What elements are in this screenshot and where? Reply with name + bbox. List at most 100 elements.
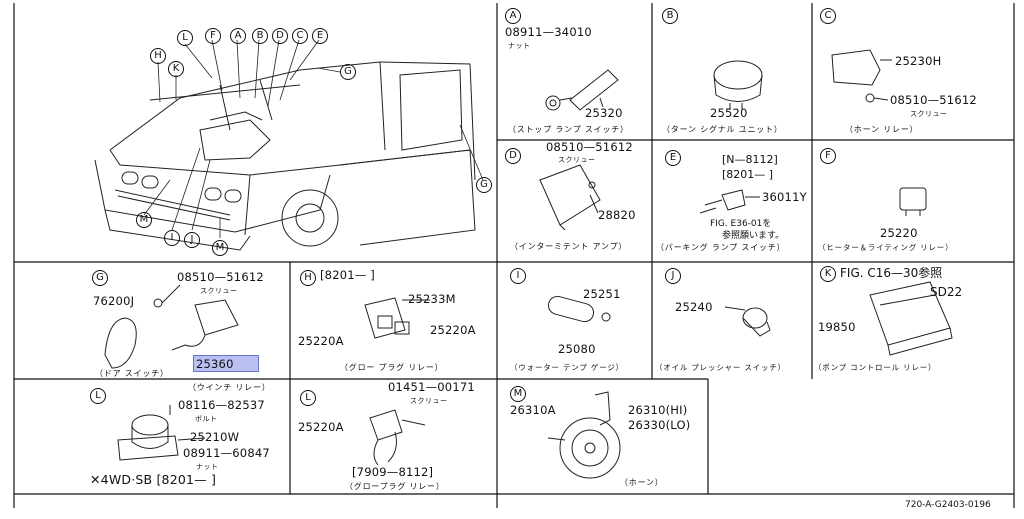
range: [8201— ] [320,268,375,282]
figure-code: 720-A-G2403-0196 [905,500,991,510]
panel-a-letter: A [505,8,521,24]
range: [N—8112] [722,153,778,166]
panel-caption: （ポンプ コントロール リレー） [814,363,937,372]
panel-caption: （ホーン） [620,478,664,487]
model: SD22 [930,285,963,299]
panel-caption: （パーキング ランプ スイッチ） [656,243,786,252]
vehicle-illustration [94,61,476,251]
callout-C: C [292,28,308,44]
part-number: 01451—00171 [388,380,475,394]
part-number: 26310(HI) [628,403,688,417]
panel-caption: （オイル プレッシャー スイッチ） [655,363,786,372]
part-number: 19850 [818,320,856,334]
panel-e-letter: E [665,150,681,166]
part-number: 25210W [190,430,240,444]
part-note: スクリュー [410,397,448,405]
panel-k-letter: K [820,266,836,282]
part-number: 25233M [408,292,456,306]
part-number: 25220A [298,420,344,434]
callout-J: J [184,232,200,248]
part-number: 25251 [583,287,621,301]
panel-l-letter: L [300,390,316,406]
intermittent-amp-drawing [539,164,601,231]
range: [8201— ] [722,168,774,181]
panel-caption: （ドア スイッチ） [95,369,169,378]
callout-A: A [230,28,246,44]
part-number: 08510—51612 [546,140,633,154]
panel-caption: （グロープラグ リレー） [345,482,445,491]
range: [7909—8112] [352,465,434,479]
callout-L: L [177,30,193,46]
reference: 参照願います。 [722,231,785,241]
part-number: 26330(LO) [628,418,691,432]
panel-l-letter: L [90,388,106,404]
panel-caption: （ウインチ リレー） [188,383,271,392]
callout-G-1: G [340,64,356,80]
callout-G-2: G [476,177,492,193]
panel-h-letter: H [300,270,316,286]
callout-M-2: M [212,240,228,256]
reference: FIG. C16—30参照 [840,266,943,280]
panel-caption: （ターン シグナル ユニット） [662,125,783,134]
part-note: スクリュー [558,156,596,164]
panel-caption: （グロー プラグ リレー） [340,363,444,372]
part-number: 08911—34010 [505,25,592,39]
horn-relay-drawing [831,49,892,103]
part-number: 08510—51612 [177,270,264,284]
part-note: スクリュー [910,110,948,118]
part-number: 08911—60847 [183,446,270,460]
part-number: 25220A [298,334,344,348]
callout-B: B [252,28,268,44]
part-note: ナット [508,42,531,50]
heater-relay-drawing [899,187,927,216]
panel-b-letter: B [662,8,678,24]
part-number: 28820 [598,208,636,222]
part-number: 08116—82537 [178,398,265,412]
parking-lamp-switch-drawing [699,189,760,214]
panel-caption: （インターミテント アンプ） [510,242,628,251]
turn-signal-unit-drawing [713,60,763,110]
callout-M-1: M [136,212,152,228]
glow-plug-relay-drawing [364,297,430,339]
part-number: 25230H [895,54,942,68]
part-number: 25080 [558,342,596,356]
panel-f-letter: F [820,148,836,164]
part-note: ボルト [195,415,218,423]
winch-relay-drawing [117,405,206,461]
panel-i-letter: I [510,268,526,284]
part-number: 25520 [710,106,748,120]
part-number: 25240 [675,300,713,314]
part-number: 25220A [430,323,476,337]
panel-caption: （ホーン リレー） [845,125,919,134]
callout-E: E [312,28,328,44]
stop-lamp-switch-drawing [545,69,619,111]
door-switch-drawing [104,284,239,369]
oil-pressure-switch-drawing [724,306,771,337]
part-number: 25220 [880,226,918,240]
part-note: スクリュー [200,287,238,295]
callout-F: F [205,28,221,44]
panel-c-letter: C [820,8,836,24]
callout-I: I [164,230,180,246]
horn-drawing [547,391,621,479]
glow-plug-relay-2-drawing [369,409,426,466]
part-number: 26310A [510,403,556,417]
panel-caption: （ヒーター＆ライティング リレー） [818,243,954,252]
panel-m-letter: M [510,386,526,402]
callout-H: H [150,48,166,64]
panel-d-letter: D [505,148,521,164]
pump-control-relay-drawing [869,281,953,356]
callout-D: D [272,28,288,44]
part-number: 08510—51612 [890,93,977,107]
part-number-highlighted[interactable]: 25360 [193,355,259,372]
reference: FIG. E36-01を [710,219,772,229]
model-applicability: ✕4WD·SB [8201— ] [90,472,217,487]
callout-K: K [168,61,184,77]
part-note: ナット [196,463,219,471]
part-number: 76200J [93,294,135,308]
panel-caption: （ウォーター テンプ ゲージ） [510,363,624,372]
part-number: 25320 [585,106,623,120]
panel-g-letter: G [92,270,108,286]
